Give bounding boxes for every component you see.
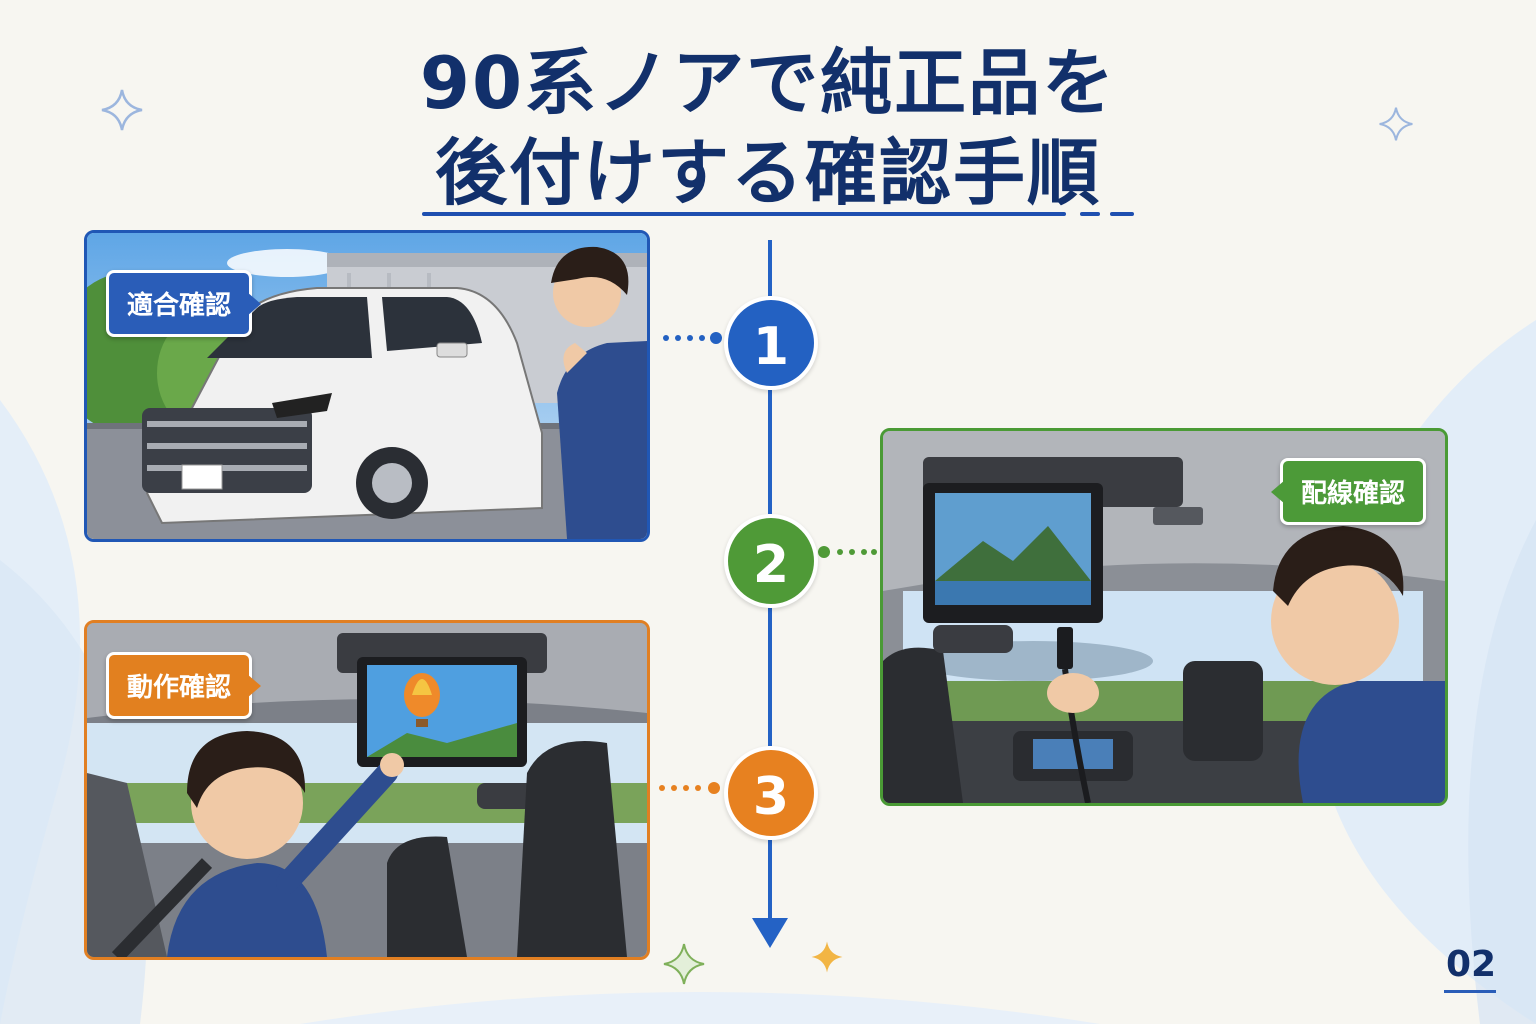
timeline-line [768, 608, 772, 746]
timeline-arrow-icon [752, 918, 788, 948]
step-3-circle: 3 [724, 746, 818, 840]
title-underline [422, 212, 1066, 216]
step-2-label: 配線確認 [1270, 458, 1427, 525]
operation-check-illustration [84, 620, 650, 960]
sparkle-icon [101, 89, 143, 131]
sparkle-icon [811, 941, 843, 973]
step-1-circle: 1 [724, 296, 818, 390]
sparkle-icon [1379, 107, 1413, 141]
page-title: 90系ノアで純正品を 後付けする確認手順 [0, 38, 1536, 218]
step-3-label: 動作確認 [106, 652, 262, 719]
page-number-underline [1444, 990, 1496, 993]
connector-dots [663, 332, 722, 344]
step-1-label: 適合確認 [106, 270, 262, 337]
connector-dots [659, 782, 720, 794]
page-number: 02 [1446, 944, 1497, 985]
title-line-2: 後付けする確認手順 [434, 131, 1101, 215]
sparkle-icon [663, 943, 705, 985]
title-underline-dash [1080, 212, 1100, 216]
timeline-line [768, 840, 772, 924]
title-line-1: 90系ノアで純正品を [419, 41, 1117, 125]
timeline-line [768, 240, 772, 296]
title-underline-dash [1110, 212, 1134, 216]
timeline-line [768, 390, 772, 514]
connector-dots [818, 546, 877, 558]
step-2-circle: 2 [724, 514, 818, 608]
